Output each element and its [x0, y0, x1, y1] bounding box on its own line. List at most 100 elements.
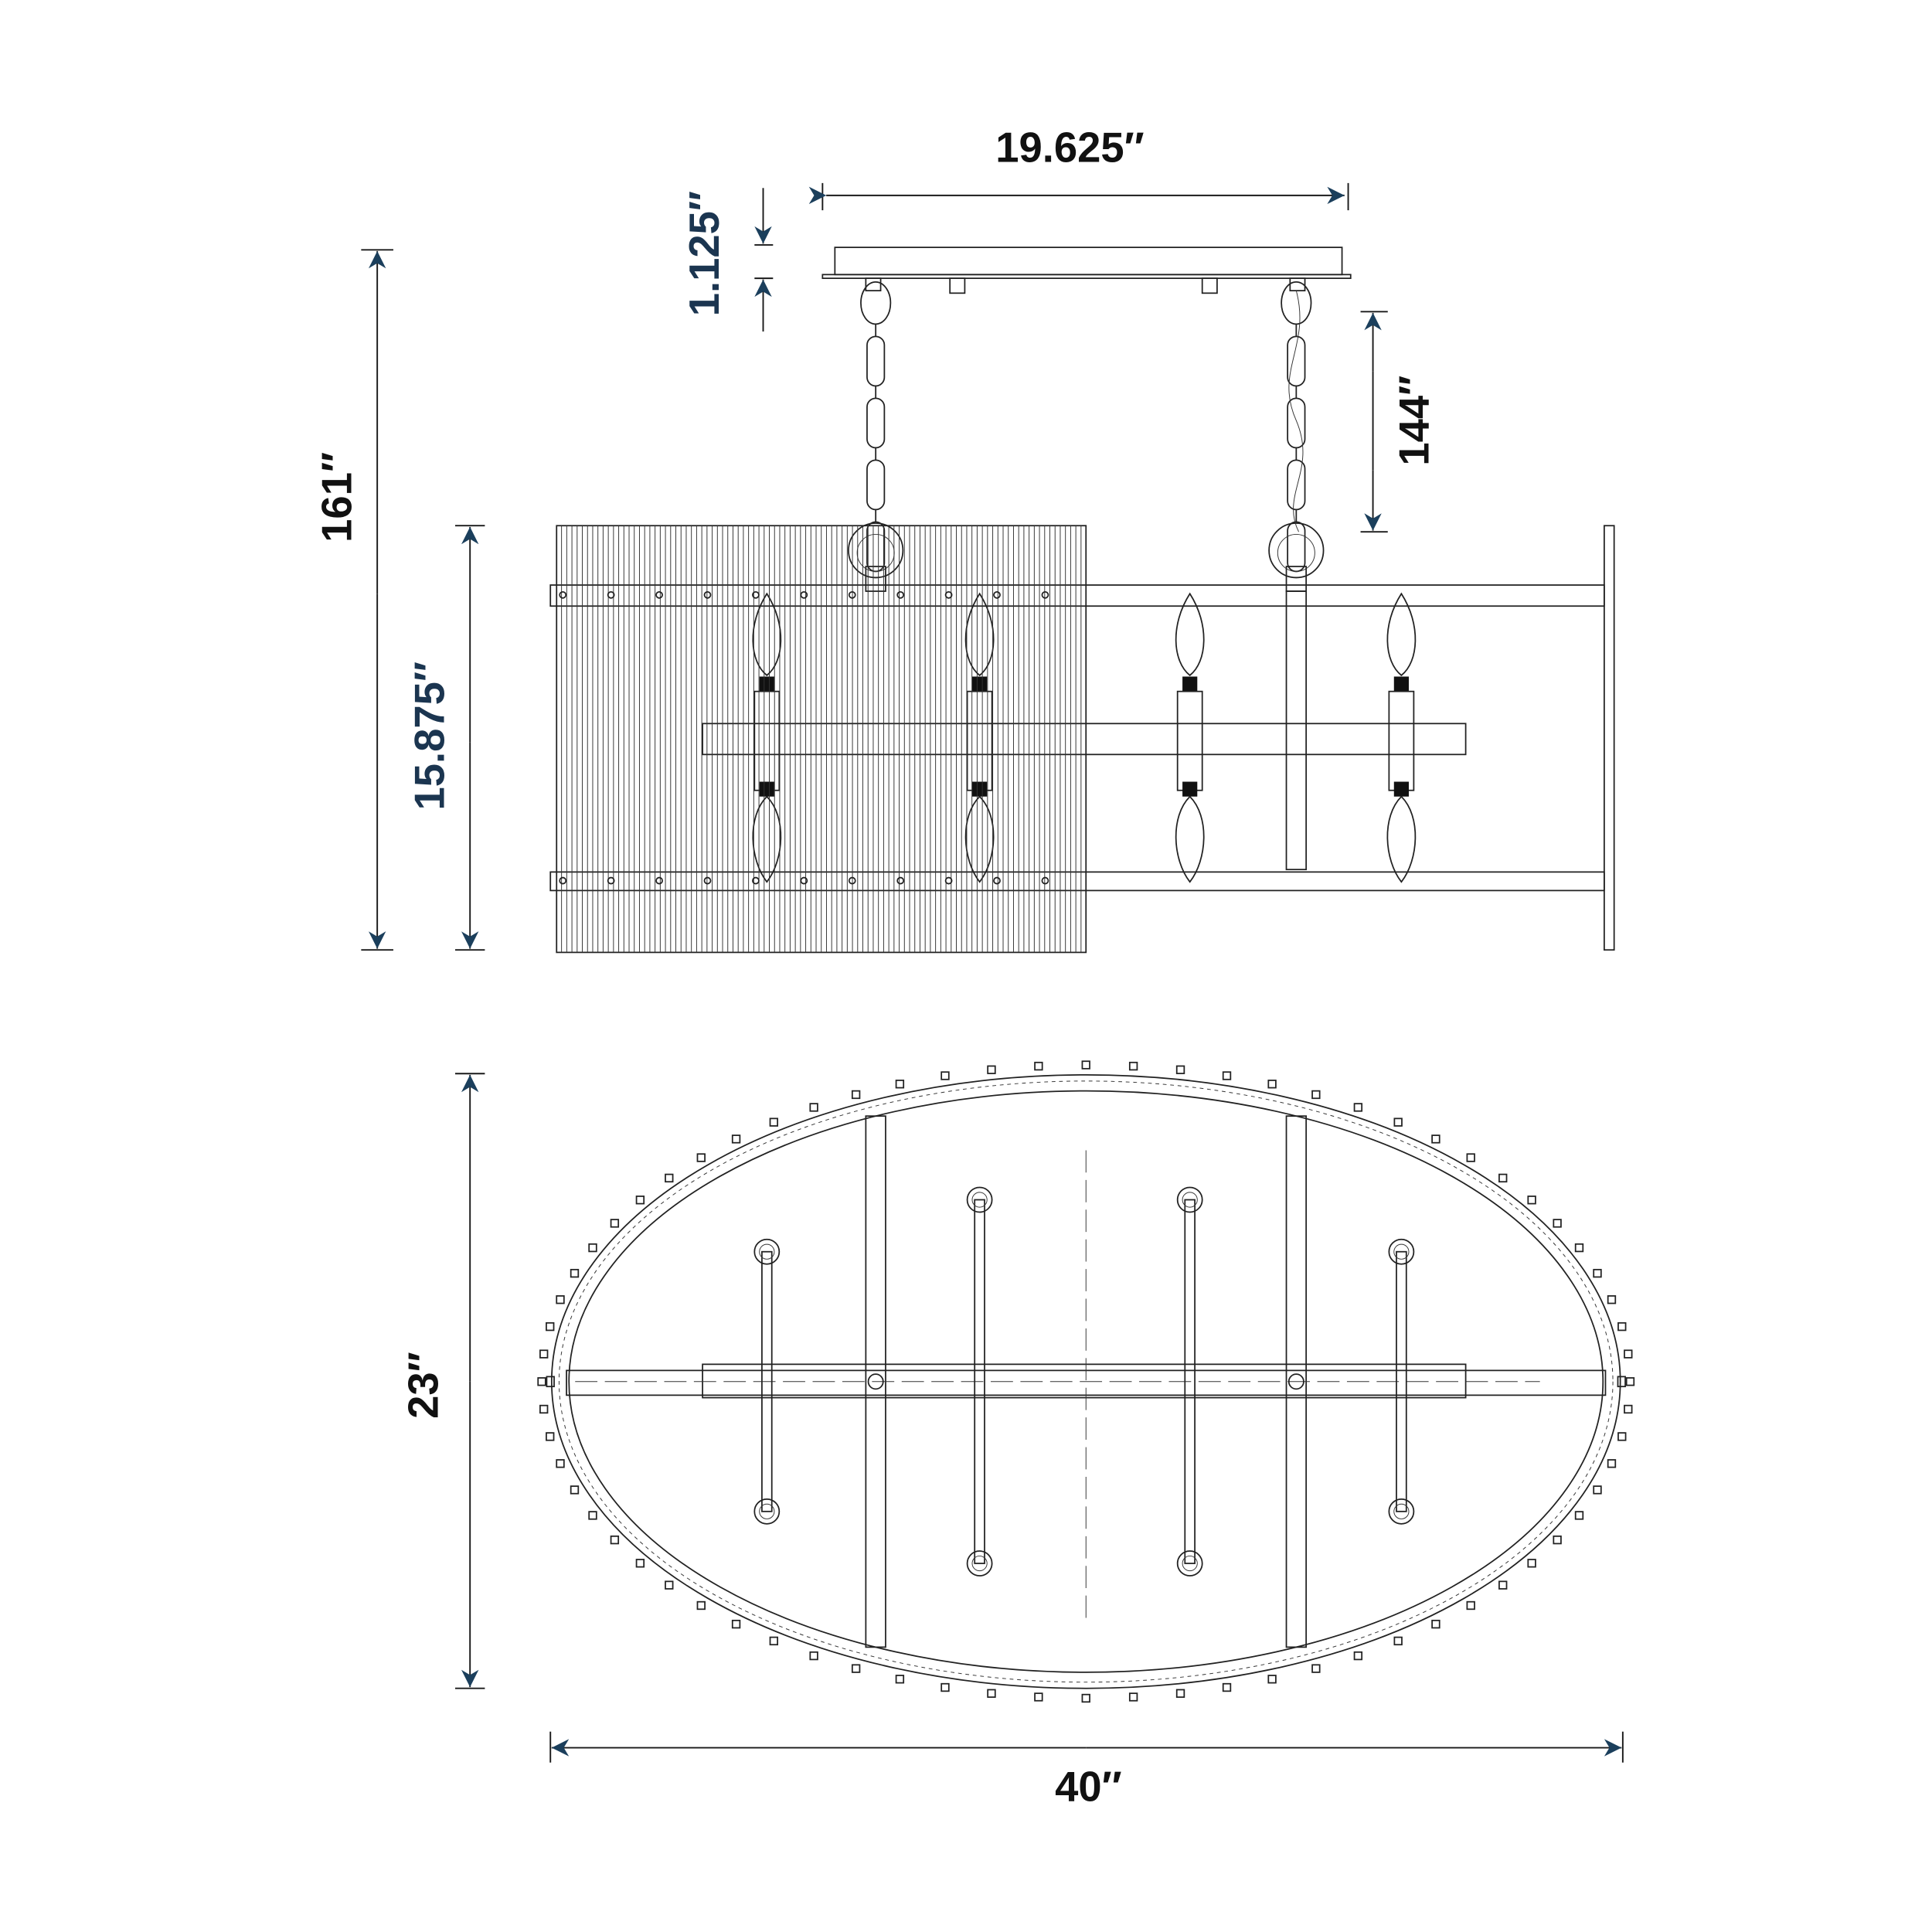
chain-link: [866, 459, 886, 511]
ring-stud: [1527, 1559, 1536, 1568]
arm-rod: [1396, 1250, 1407, 1512]
ring-stud: [1553, 1535, 1562, 1545]
ring-stud: [1617, 1321, 1627, 1332]
socket-lower: [1393, 781, 1409, 797]
rod-stud: [752, 590, 760, 599]
ring-stud: [769, 1117, 779, 1127]
rod-stud: [1041, 876, 1049, 885]
chain: [848, 281, 904, 592]
dim-canopy-width: 19.625″: [808, 124, 1349, 211]
rod-stud: [848, 876, 856, 885]
rod-stud: [559, 876, 567, 885]
ring-stud: [1081, 1693, 1090, 1703]
cup-inner: [1393, 1503, 1410, 1519]
ring-stud: [539, 1349, 549, 1359]
ring-stud: [1175, 1065, 1185, 1074]
ring-stud: [570, 1485, 580, 1495]
candle-arm: [752, 592, 782, 883]
chain: [1268, 281, 1325, 592]
bottom-view: [537, 1060, 1635, 1703]
rod-stud: [944, 876, 953, 885]
ring-stud: [696, 1600, 706, 1611]
cup-inner: [1182, 1555, 1198, 1572]
cup: [966, 1186, 993, 1213]
ring-stud: [696, 1153, 706, 1162]
rod-stud: [607, 590, 615, 599]
ring-stud: [1175, 1689, 1185, 1698]
glass-rod-shade: [556, 525, 1087, 954]
dim-depth: 23″: [400, 1073, 485, 1689]
center-stem: [1285, 590, 1308, 871]
hub: [1287, 1373, 1304, 1390]
arm-rod: [761, 1250, 773, 1512]
ring-stud: [769, 1636, 779, 1646]
inner-ring: [568, 1090, 1604, 1673]
ring-stud: [1311, 1090, 1321, 1100]
ring-stud: [546, 1321, 555, 1332]
candle-holder: [1388, 690, 1415, 791]
ring-stud: [731, 1134, 741, 1144]
label-depth: 23″: [400, 1352, 447, 1419]
rod-stud: [703, 590, 712, 599]
label-chain-length: 144″: [1391, 376, 1438, 466]
ring-stud: [1128, 1692, 1138, 1702]
chain-link: [1287, 459, 1306, 511]
bulb-lower: [1175, 795, 1205, 883]
bulb-lower: [964, 795, 995, 883]
ring-stud: [895, 1080, 905, 1089]
ring-stud: [1353, 1651, 1363, 1661]
ring-stud: [1353, 1103, 1363, 1112]
bottom-rail: [549, 871, 1605, 892]
chain-link: [1287, 335, 1306, 387]
bulb-upper: [1386, 592, 1417, 677]
ring-stud: [588, 1243, 597, 1253]
ring-stud: [539, 1404, 549, 1414]
dim-chain-length: 144″: [1360, 311, 1438, 533]
ring-stud: [987, 1065, 996, 1074]
ring-stud: [940, 1682, 950, 1692]
end-cap: [546, 1376, 555, 1388]
ring-stud: [1574, 1511, 1584, 1520]
candle-holder: [753, 690, 781, 791]
socket-upper: [1393, 676, 1409, 692]
rod-stud: [703, 876, 712, 885]
ring-stud: [1527, 1196, 1536, 1205]
chain-loop: [1268, 522, 1325, 579]
label-width: 40″: [1055, 1763, 1122, 1810]
ring-stud: [1593, 1485, 1602, 1495]
candle-arm-bottom: [753, 1238, 781, 1525]
ring-stud: [665, 1580, 674, 1590]
ring-stud: [809, 1103, 818, 1112]
cup: [1176, 1186, 1203, 1213]
dim-canopy-height: 1.125″: [681, 188, 774, 332]
ring-stud: [1498, 1173, 1508, 1183]
side-view: [549, 281, 1615, 954]
dim-width: 40″: [549, 1731, 1624, 1810]
ring-stud: [1553, 1219, 1562, 1228]
ring-stud: [1624, 1349, 1633, 1359]
label-fixture-height: 15.875″: [406, 662, 454, 810]
cup-inner: [759, 1243, 775, 1260]
cup-inner: [1393, 1243, 1410, 1260]
ring-stud: [570, 1268, 580, 1278]
ring-stud: [1431, 1619, 1440, 1629]
ring-stud: [588, 1511, 597, 1520]
ring-stud: [1081, 1060, 1090, 1070]
ring-stud: [1267, 1080, 1277, 1089]
cup: [753, 1498, 781, 1525]
candle-holder: [966, 690, 993, 791]
socket-upper: [759, 676, 774, 692]
arm-rod: [1184, 1199, 1196, 1564]
ring-stud: [809, 1651, 818, 1661]
ring-stud: [635, 1559, 645, 1568]
candle-arm-bottom: [966, 1186, 993, 1577]
rod-stud: [559, 590, 567, 599]
ring-stud: [895, 1675, 905, 1684]
hub: [867, 1373, 884, 1390]
chain-link: [1287, 521, 1306, 573]
label-canopy-height: 1.125″: [681, 191, 728, 316]
cup: [1176, 1550, 1203, 1577]
bulb-lower: [1386, 795, 1417, 883]
dim-fixture-height: 15.875″: [406, 525, 485, 951]
